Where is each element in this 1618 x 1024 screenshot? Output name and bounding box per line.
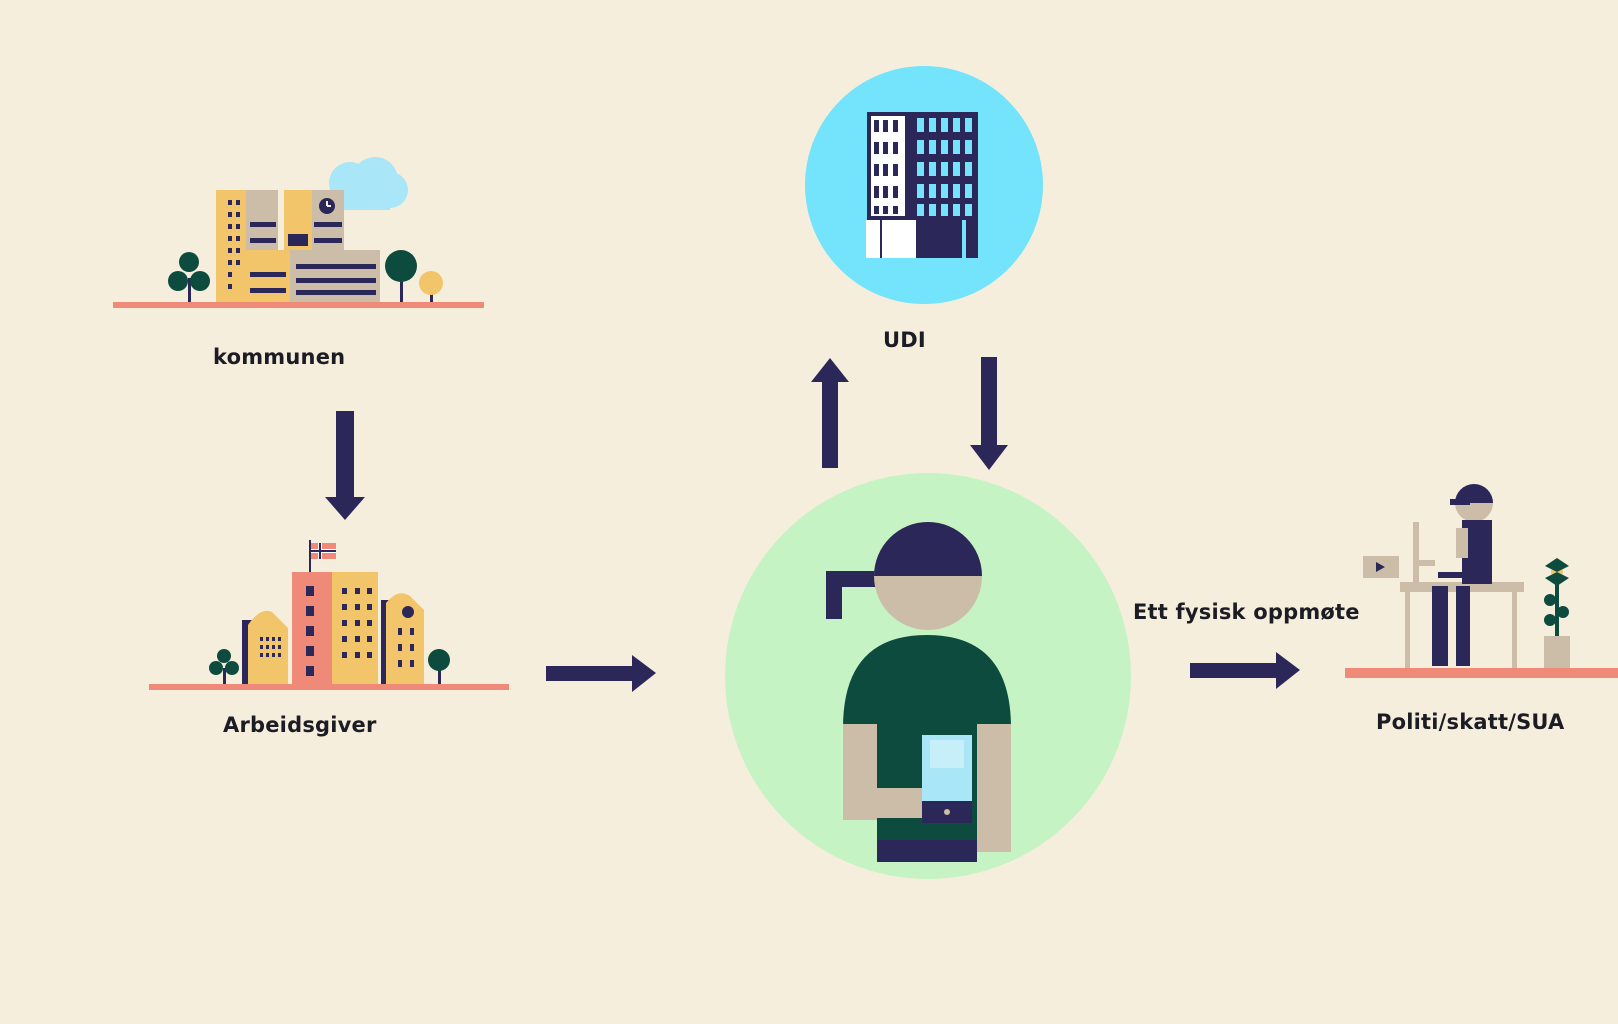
udi-label: UDI bbox=[883, 328, 926, 352]
person-with-phone-icon bbox=[826, 522, 1011, 862]
edge-udi-to-person bbox=[970, 357, 1008, 470]
flag-icon bbox=[309, 540, 336, 572]
arrow-right-icon bbox=[546, 655, 656, 692]
town-hall-icon bbox=[216, 190, 380, 302]
building-icon bbox=[381, 593, 424, 686]
tree-icon bbox=[209, 649, 239, 686]
tree-icon bbox=[428, 649, 450, 686]
politi-node-illustration bbox=[1345, 484, 1618, 678]
udi-node-illustration bbox=[805, 66, 1043, 304]
arbeidsgiver-label: Arbeidsgiver bbox=[223, 713, 377, 737]
building-icon bbox=[242, 610, 288, 686]
tree-icon bbox=[168, 252, 210, 302]
tree-icon bbox=[385, 250, 417, 302]
arrow-down-icon bbox=[325, 411, 365, 520]
arrow-up-icon bbox=[811, 358, 849, 468]
edge-arbeidsgiver-to-person bbox=[546, 655, 656, 692]
edge-person-to-politi bbox=[1190, 652, 1300, 689]
edge-person-to-udi bbox=[811, 358, 849, 468]
person-at-desk-icon bbox=[1363, 484, 1570, 668]
edge-kommunen-to-arbeidsgiver bbox=[325, 411, 365, 520]
plant-icon bbox=[1544, 558, 1570, 668]
arbeidsgiver-node-illustration bbox=[149, 540, 509, 690]
arrow-down-icon bbox=[970, 357, 1008, 470]
person-node-illustration bbox=[725, 473, 1131, 879]
video-camera-icon bbox=[1363, 556, 1399, 578]
office-tower-icon bbox=[292, 572, 378, 686]
tree-icon bbox=[419, 271, 443, 302]
arrow-right-icon bbox=[1190, 652, 1300, 689]
office-building-icon bbox=[866, 112, 978, 258]
kommunen-node-illustration bbox=[113, 157, 484, 308]
kommunen-label: kommunen bbox=[213, 345, 346, 369]
politi-label: Politi/skatt/SUA bbox=[1376, 710, 1565, 734]
phone-icon bbox=[922, 735, 972, 823]
edge-label-fysisk-oppmote: Ett fysisk oppmøte bbox=[1133, 600, 1360, 624]
